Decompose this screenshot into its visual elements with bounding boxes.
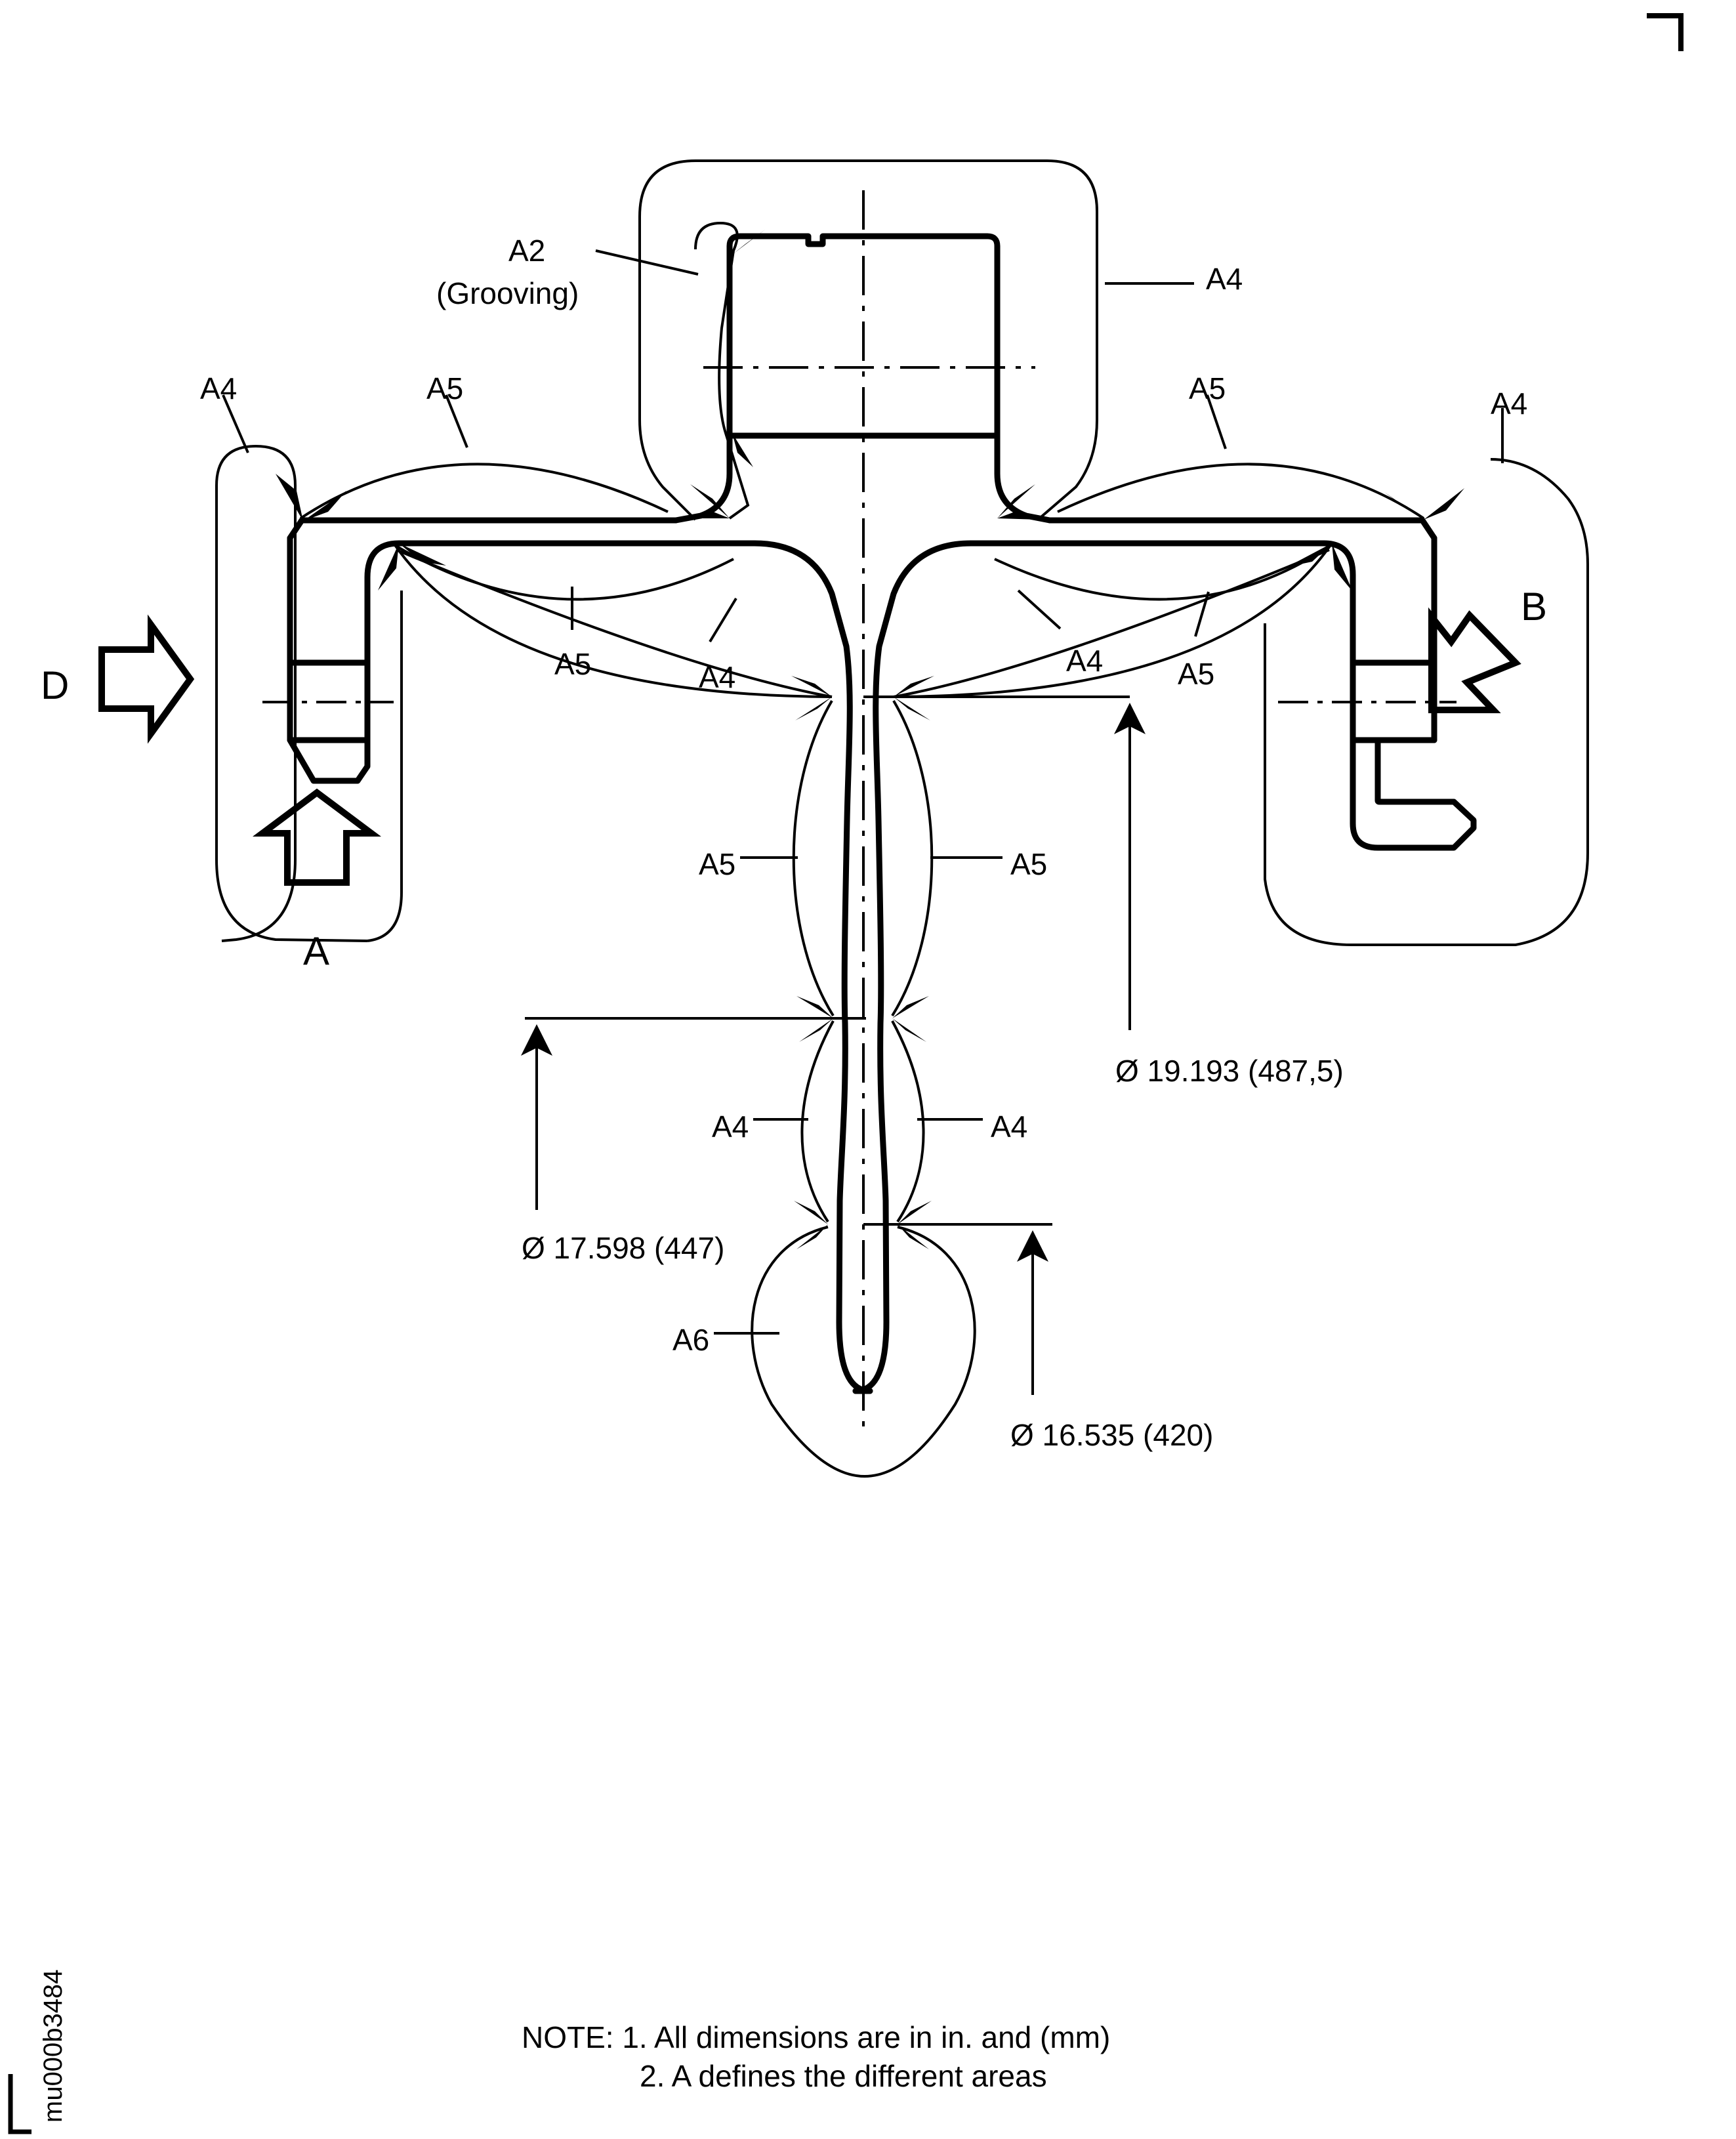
- callout-a4-mid-left: A4: [699, 660, 736, 694]
- callout-a4-mid-right: A4: [1066, 644, 1104, 678]
- dimension-dia-19-193: Ø 19.193 (487,5): [1115, 1054, 1344, 1088]
- callout-a6-bulb: A6: [672, 1323, 710, 1357]
- note-line-2: 2. A defines the different areas: [640, 2059, 1047, 2093]
- leader-arrowheads: [276, 230, 1464, 1249]
- callout-a4-stem-right: A4: [991, 1110, 1028, 1144]
- callout-a5-upper-right: A5: [1189, 371, 1226, 405]
- down-left-pointing-view-arrow-icon: [1428, 607, 1521, 713]
- callout-a5-upper-left: A5: [426, 371, 464, 405]
- callout-a4-far-right: A4: [1491, 386, 1528, 421]
- callout-a5-stem-right: A5: [1010, 847, 1048, 881]
- view-arrows: [98, 607, 1521, 886]
- dimension-dia-17-598: Ø 17.598 (447): [522, 1231, 725, 1265]
- dimension-lines: [521, 696, 1146, 1395]
- callout-a5-mid-left: A5: [554, 647, 592, 681]
- right-pointing-view-arrow-icon: [98, 614, 195, 744]
- registration-corner-icon: [1647, 13, 1684, 51]
- dimension-dia-16-535: Ø 16.535 (420): [1010, 1418, 1214, 1452]
- view-label-a: A: [303, 929, 330, 973]
- callout-a4-top-right: A4: [1206, 262, 1243, 296]
- part-outline: [287, 233, 1477, 1394]
- area-boundary-arcs: [215, 159, 1589, 1478]
- callout-a2-grooving: (Grooving): [436, 276, 579, 310]
- centerlines: [262, 190, 1457, 1437]
- callout-a4-far-left: A4: [200, 371, 238, 405]
- callout-a2: A2: [508, 234, 546, 268]
- view-label-b: B: [1521, 585, 1548, 629]
- callout-a5-stem-left: A5: [699, 847, 736, 881]
- up-pointing-view-arrow-icon: [252, 788, 382, 886]
- note-line-1: NOTE: 1. All dimensions are in in. and (…: [522, 2020, 1111, 2054]
- leader-lines: [222, 249, 1504, 1335]
- callout-a5-mid-right: A5: [1178, 657, 1215, 691]
- view-label-d: D: [41, 663, 70, 707]
- figure-id-corner-icon: [8, 2074, 31, 2134]
- callout-a4-stem-left: A4: [712, 1110, 749, 1144]
- figure-id-label: mu000b3484: [39, 1969, 68, 2123]
